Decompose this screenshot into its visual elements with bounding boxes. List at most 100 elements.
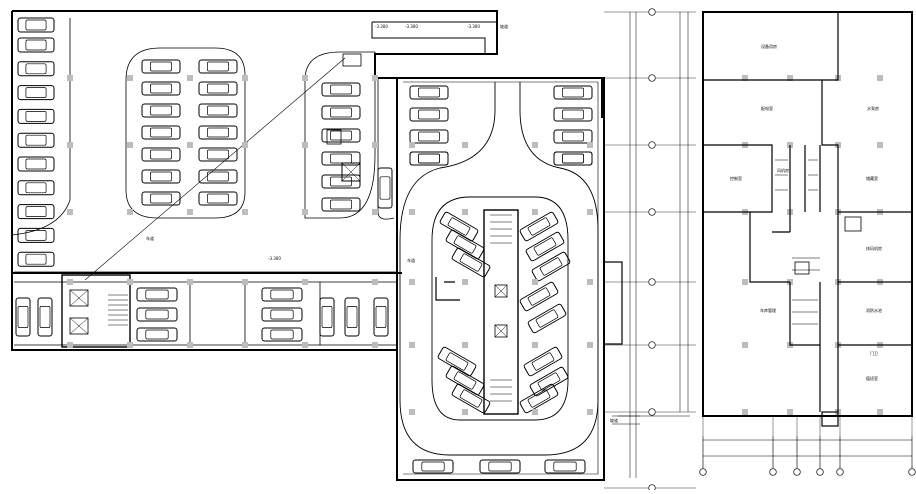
grid-bubble bbox=[648, 141, 656, 149]
parked-car bbox=[136, 287, 178, 302]
parked-car bbox=[479, 459, 521, 474]
room-labels: 设备用房 配电室 水泵房 控制室 风机房 储藏室 车库管理 消防水池 排风机房 … bbox=[730, 43, 882, 381]
grid-bubble bbox=[648, 208, 656, 216]
grid-bubble bbox=[793, 468, 801, 476]
room-label-2: 配电室 bbox=[761, 105, 773, 111]
center-parking-cars bbox=[409, 85, 593, 474]
grid-bubble bbox=[648, 74, 656, 82]
parked-car bbox=[553, 85, 593, 100]
grid-bubble bbox=[648, 278, 656, 286]
column-marker bbox=[409, 209, 415, 215]
column-marker bbox=[127, 142, 133, 148]
column-marker bbox=[462, 209, 468, 215]
elevation-label-3: -3.300 bbox=[467, 24, 480, 29]
left-parking-cars bbox=[15, 17, 393, 342]
parked-car bbox=[319, 297, 335, 337]
parked-car bbox=[261, 327, 303, 342]
column-marker bbox=[462, 409, 468, 415]
parked-car bbox=[439, 211, 479, 242]
room-label-3: 水泵房 bbox=[867, 105, 879, 111]
parked-car bbox=[445, 229, 485, 260]
right-fine-walls bbox=[775, 159, 820, 325]
parked-car bbox=[519, 383, 559, 414]
parked-car bbox=[437, 346, 477, 377]
parked-car bbox=[141, 169, 181, 184]
column-marker bbox=[187, 342, 193, 348]
parked-car bbox=[529, 366, 569, 397]
grid-bubble bbox=[769, 468, 777, 476]
parked-car bbox=[409, 85, 449, 100]
parked-car bbox=[531, 251, 571, 282]
column-marker bbox=[462, 142, 468, 148]
column-marker bbox=[242, 209, 248, 215]
column-marker bbox=[409, 279, 415, 285]
parked-car bbox=[409, 129, 449, 144]
parked-car bbox=[451, 383, 491, 414]
parked-car bbox=[261, 287, 303, 302]
column-marker bbox=[67, 279, 73, 285]
dimension-strip bbox=[618, 12, 690, 478]
parked-car bbox=[321, 128, 361, 143]
parked-car bbox=[17, 108, 55, 124]
column-marker bbox=[302, 75, 308, 81]
column-marker bbox=[67, 75, 73, 81]
grid-lines bbox=[604, 11, 696, 489]
column-marker bbox=[242, 279, 248, 285]
core-box-left bbox=[61, 274, 131, 348]
parked-car bbox=[15, 297, 31, 337]
parked-car bbox=[141, 81, 181, 96]
parked-car bbox=[553, 151, 593, 166]
lane-note-1: 车道 bbox=[146, 235, 154, 241]
column-marker bbox=[127, 75, 133, 81]
parked-car bbox=[321, 174, 361, 189]
parked-car bbox=[519, 281, 559, 312]
column-marker bbox=[242, 142, 248, 148]
parked-car bbox=[141, 59, 181, 74]
column-marker bbox=[302, 142, 308, 148]
column-marker bbox=[372, 75, 378, 81]
parked-car bbox=[519, 211, 559, 242]
column-marker bbox=[187, 142, 193, 148]
plan-labels: -3.300 -3.300 -3.300 -3.300 坡道 坡道 车道 车道 bbox=[146, 23, 618, 423]
grid-bubble bbox=[836, 468, 844, 476]
grid-bubble bbox=[648, 484, 656, 492]
column-marker bbox=[127, 209, 133, 215]
grid-bubble bbox=[648, 8, 656, 16]
room-label-6: 储藏室 bbox=[866, 175, 878, 181]
parked-car bbox=[17, 156, 55, 172]
column-marker bbox=[742, 279, 748, 285]
parked-car bbox=[17, 61, 55, 77]
parked-car bbox=[198, 147, 238, 162]
elevation-label-4: -3.300 bbox=[268, 256, 281, 261]
grid-bubbles bbox=[648, 8, 656, 492]
column-marker bbox=[532, 279, 538, 285]
column-marker bbox=[187, 279, 193, 285]
parked-car bbox=[321, 82, 361, 97]
room-label-9: 排风机房 bbox=[866, 245, 882, 251]
parked-car bbox=[17, 37, 55, 53]
room-label-7: 车库管理 bbox=[760, 307, 776, 313]
column-marker bbox=[372, 209, 378, 215]
column-marker bbox=[587, 209, 593, 215]
column-marker bbox=[462, 279, 468, 285]
column-marker bbox=[742, 342, 748, 348]
grid-bubble bbox=[816, 468, 824, 476]
room-label-8: 消防水池 bbox=[866, 307, 882, 313]
parked-car bbox=[141, 147, 181, 162]
parked-car bbox=[141, 125, 181, 140]
left-parking-area bbox=[11, 10, 603, 351]
ramp-core bbox=[483, 209, 519, 415]
inner-walls bbox=[189, 78, 395, 345]
parked-car bbox=[141, 191, 181, 206]
parked-car bbox=[136, 327, 178, 342]
column-marker bbox=[242, 342, 248, 348]
center-outer-wall bbox=[396, 77, 605, 481]
room-label-1: 设备用房 bbox=[761, 43, 777, 49]
room-label-10: 值班室 bbox=[866, 375, 878, 381]
parked-car bbox=[527, 303, 567, 334]
parked-car bbox=[136, 307, 178, 322]
left-road-curve bbox=[11, 18, 71, 236]
left-wall-inner bbox=[14, 271, 398, 346]
parked-car bbox=[17, 132, 55, 148]
parked-car bbox=[198, 59, 238, 74]
